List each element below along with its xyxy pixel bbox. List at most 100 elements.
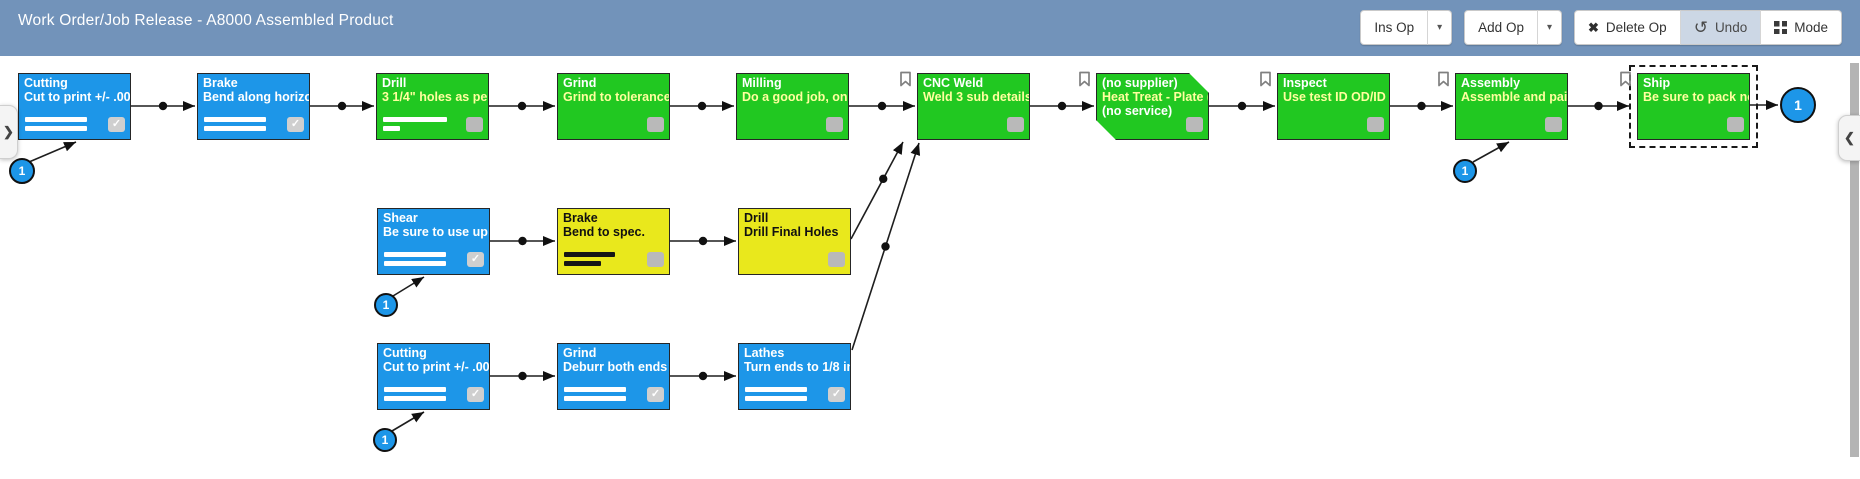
op-progress-bar	[384, 252, 447, 257]
connector-midpoint-dot	[158, 101, 168, 111]
op-progress-bar	[745, 387, 808, 392]
flow-connector[interactable]	[28, 141, 77, 163]
op-title: Inspect	[1283, 76, 1327, 90]
grid-mode-icon	[1774, 21, 1788, 34]
bookmark-icon[interactable]	[1437, 71, 1450, 87]
op-checkbox-checked-icon[interactable]: ✓	[108, 117, 125, 132]
op-checkbox-checked-icon[interactable]: ✓	[828, 387, 845, 402]
op-checkbox-unchecked-icon[interactable]	[1727, 117, 1744, 132]
flow-connector[interactable]	[850, 141, 904, 240]
bookmark-icon[interactable]	[1259, 71, 1272, 87]
add-op-dropdown-caret-icon[interactable]: ▾	[1536, 10, 1562, 45]
op-checkbox-unchecked-icon[interactable]	[1007, 117, 1024, 132]
op-checkbox-checked-icon[interactable]: ✓	[467, 252, 484, 267]
ins-op-button[interactable]: Ins Op	[1360, 10, 1429, 45]
ins-op-group: Ins Op ▾	[1360, 10, 1453, 45]
op-progress-bar	[564, 252, 616, 257]
delete-op-button[interactable]: ✖ Delete Op	[1573, 10, 1681, 45]
connector-midpoint-dot	[518, 371, 527, 381]
bookmark-icon[interactable]	[899, 71, 912, 87]
op-progress-bar	[564, 387, 627, 392]
vertical-scrollbar[interactable]	[1850, 63, 1859, 457]
op-title: Drill	[382, 76, 407, 90]
op-progress-bar	[384, 387, 447, 392]
route-quantity-badge[interactable]: 1	[374, 293, 398, 317]
op-description: Cut to print +/- .002	[383, 360, 490, 374]
route-quantity-badge[interactable]: 1	[1453, 159, 1477, 183]
connector-midpoint-dot	[698, 236, 708, 246]
op-progress-bar	[384, 396, 447, 401]
op-checkbox-unchecked-icon[interactable]	[647, 117, 664, 132]
op-checkbox-checked-icon[interactable]: ✓	[647, 387, 664, 402]
mode-button[interactable]: Mode	[1760, 10, 1842, 45]
op-checkbox-checked-icon[interactable]: ✓	[287, 117, 304, 132]
delete-x-icon: ✖	[1587, 19, 1599, 35]
mode-label: Mode	[1794, 20, 1828, 35]
undo-button[interactable]: ↺ Undo	[1679, 10, 1762, 45]
op-checkbox-checked-icon[interactable]: ✓	[467, 387, 484, 402]
connector-midpoint-dot	[1057, 101, 1067, 111]
route-quantity-badge[interactable]: 1	[373, 428, 397, 452]
op-checkbox-unchecked-icon[interactable]	[647, 252, 664, 267]
ins-op-dropdown-caret-icon[interactable]: ▾	[1427, 10, 1453, 45]
op-progress-bar	[25, 126, 88, 131]
op-description: (no service)	[1102, 104, 1173, 118]
connector-midpoint-dot	[517, 101, 527, 111]
op-progress-bars	[564, 248, 642, 266]
op-checkbox-unchecked-icon[interactable]	[1367, 117, 1384, 132]
op-checkbox-unchecked-icon[interactable]	[826, 117, 843, 132]
route-quantity-badge[interactable]: 1	[1780, 87, 1816, 123]
flow-connector[interactable]	[392, 276, 425, 297]
bookmark-icon[interactable]	[1078, 71, 1091, 87]
op-node-heat-treat[interactable]: (no supplier)Heat Treat - Plate ((no ser…	[1096, 73, 1209, 140]
op-title: Brake	[203, 76, 238, 90]
op-description: Weld 3 sub details	[923, 90, 1030, 104]
op-description: 3 1/4" holes as per	[382, 90, 489, 104]
bookmark-icon[interactable]	[1619, 71, 1632, 87]
toolbar: Ins Op ▾ Add Op ▾ ✖ Delete Op ↺ Undo Mod…	[1360, 10, 1842, 45]
op-checkbox-unchecked-icon[interactable]	[828, 252, 845, 267]
expand-left-panel-button[interactable]: ❯	[0, 105, 18, 159]
flow-connector[interactable]	[391, 411, 425, 432]
op-description: Drill Final Holes	[744, 225, 839, 239]
op-progress-bar	[25, 117, 88, 122]
op-checkbox-unchecked-icon[interactable]	[1186, 117, 1203, 132]
op-progress-bar	[204, 126, 267, 131]
op-progress-bars	[204, 113, 282, 131]
op-title: Brake	[563, 211, 598, 225]
connector-midpoint-dot	[337, 101, 347, 111]
op-checkbox-unchecked-icon[interactable]	[1545, 117, 1562, 132]
op-title: Grind	[563, 76, 597, 90]
op-checkbox-unchecked-icon[interactable]	[466, 117, 483, 132]
op-title: CNC Weld	[923, 76, 984, 90]
op-progress-bars	[745, 383, 823, 401]
expand-right-panel-button[interactable]: ❮	[1838, 115, 1860, 161]
connector-midpoint-dot	[698, 371, 708, 381]
add-op-button[interactable]: Add Op	[1464, 10, 1538, 45]
connector-midpoint-dot	[697, 101, 707, 111]
route-quantity-badge[interactable]: 1	[9, 158, 35, 184]
op-progress-bar	[745, 396, 808, 401]
op-title: (no supplier)	[1102, 76, 1178, 90]
op-progress-bars	[383, 113, 461, 131]
flow-connector[interactable]	[1472, 141, 1510, 163]
undo-icon: ↺	[1693, 18, 1708, 37]
op-description: Use test ID OD/ID s	[1283, 90, 1390, 104]
op-progress-bars	[25, 113, 103, 131]
